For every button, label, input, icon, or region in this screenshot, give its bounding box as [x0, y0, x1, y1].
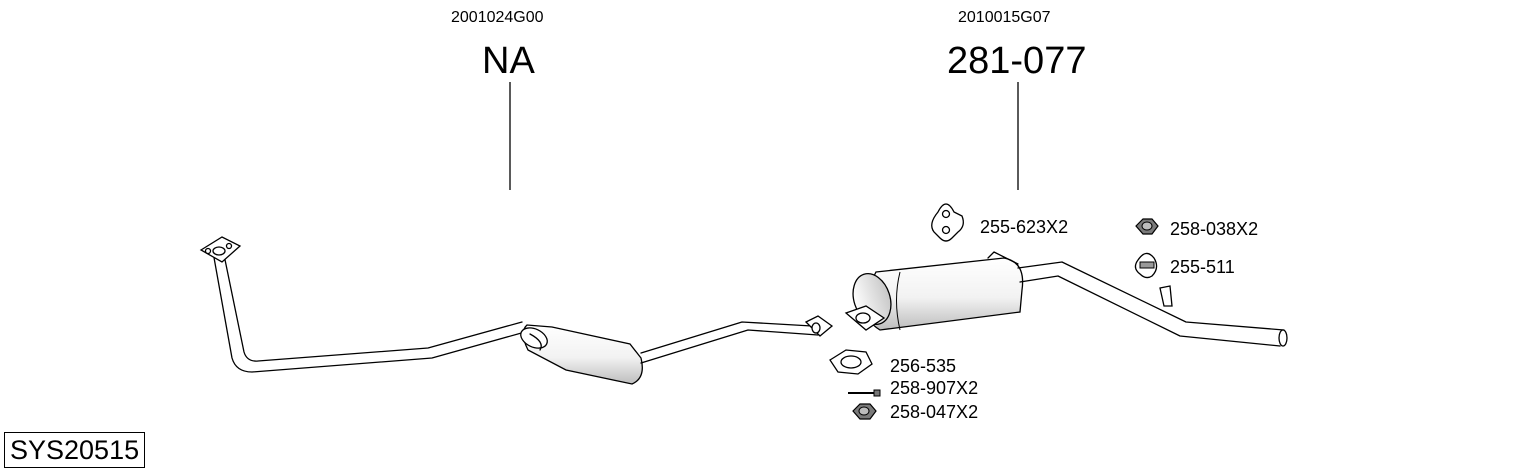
- label-hanger: 255-511: [1170, 257, 1235, 277]
- middle-silencer: [520, 324, 643, 385]
- tail-bracket: [1159, 285, 1173, 307]
- part-number-rear: 281-077: [947, 40, 1087, 82]
- oe-number-rear: 2010015G07: [958, 9, 1051, 26]
- gasket-icon: [829, 349, 873, 375]
- intermediate-pipe: [640, 315, 834, 364]
- label-gasket: 256-535: [890, 356, 957, 376]
- label-bolt: 258-907X2: [890, 378, 979, 398]
- tail-pipe: [1017, 261, 1288, 347]
- oe-number-front: 2001024G00: [451, 9, 544, 26]
- mount-rubber-icon: [931, 203, 964, 242]
- part-number-front: NA: [482, 40, 535, 82]
- front-pipe: [199, 236, 526, 373]
- system-id-box: SYS20515: [4, 432, 146, 468]
- rear-silencer: [844, 251, 1024, 331]
- label-nut-bottom: 258-047X2: [890, 402, 979, 422]
- label-nut-top: 258-038X2: [1170, 219, 1259, 239]
- label-mount-rubber: 255-623X2: [980, 217, 1069, 237]
- nut-icon-top: [1135, 218, 1159, 235]
- bolt-icon: [848, 389, 881, 397]
- nut-icon-bottom: [852, 403, 877, 420]
- hanger-icon: [1134, 252, 1158, 279]
